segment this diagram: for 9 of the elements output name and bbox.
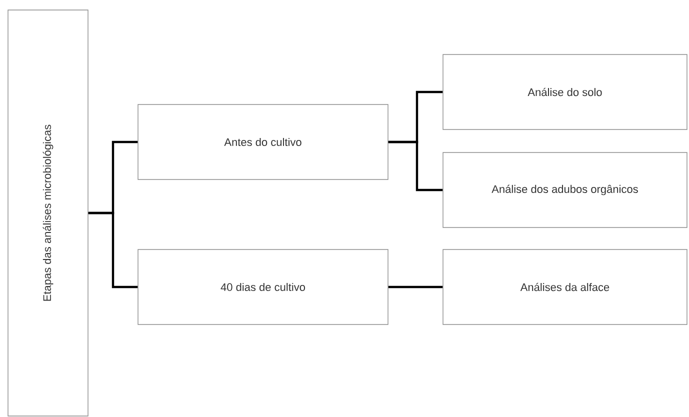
process-box: Análise dos adubos orgânicos — [442, 152, 688, 228]
connector-line — [88, 212, 138, 288]
connector-line — [388, 140, 443, 192]
connector-line — [388, 286, 443, 288]
process-box: 40 dias de cultivo — [138, 249, 388, 325]
process-box: Análise do solo — [442, 54, 688, 130]
process-box: Análises da alface — [442, 249, 688, 325]
process-box: Etapas das análises microbiológicas — [8, 10, 88, 416]
process-box: Antes do cultivo — [138, 104, 388, 180]
